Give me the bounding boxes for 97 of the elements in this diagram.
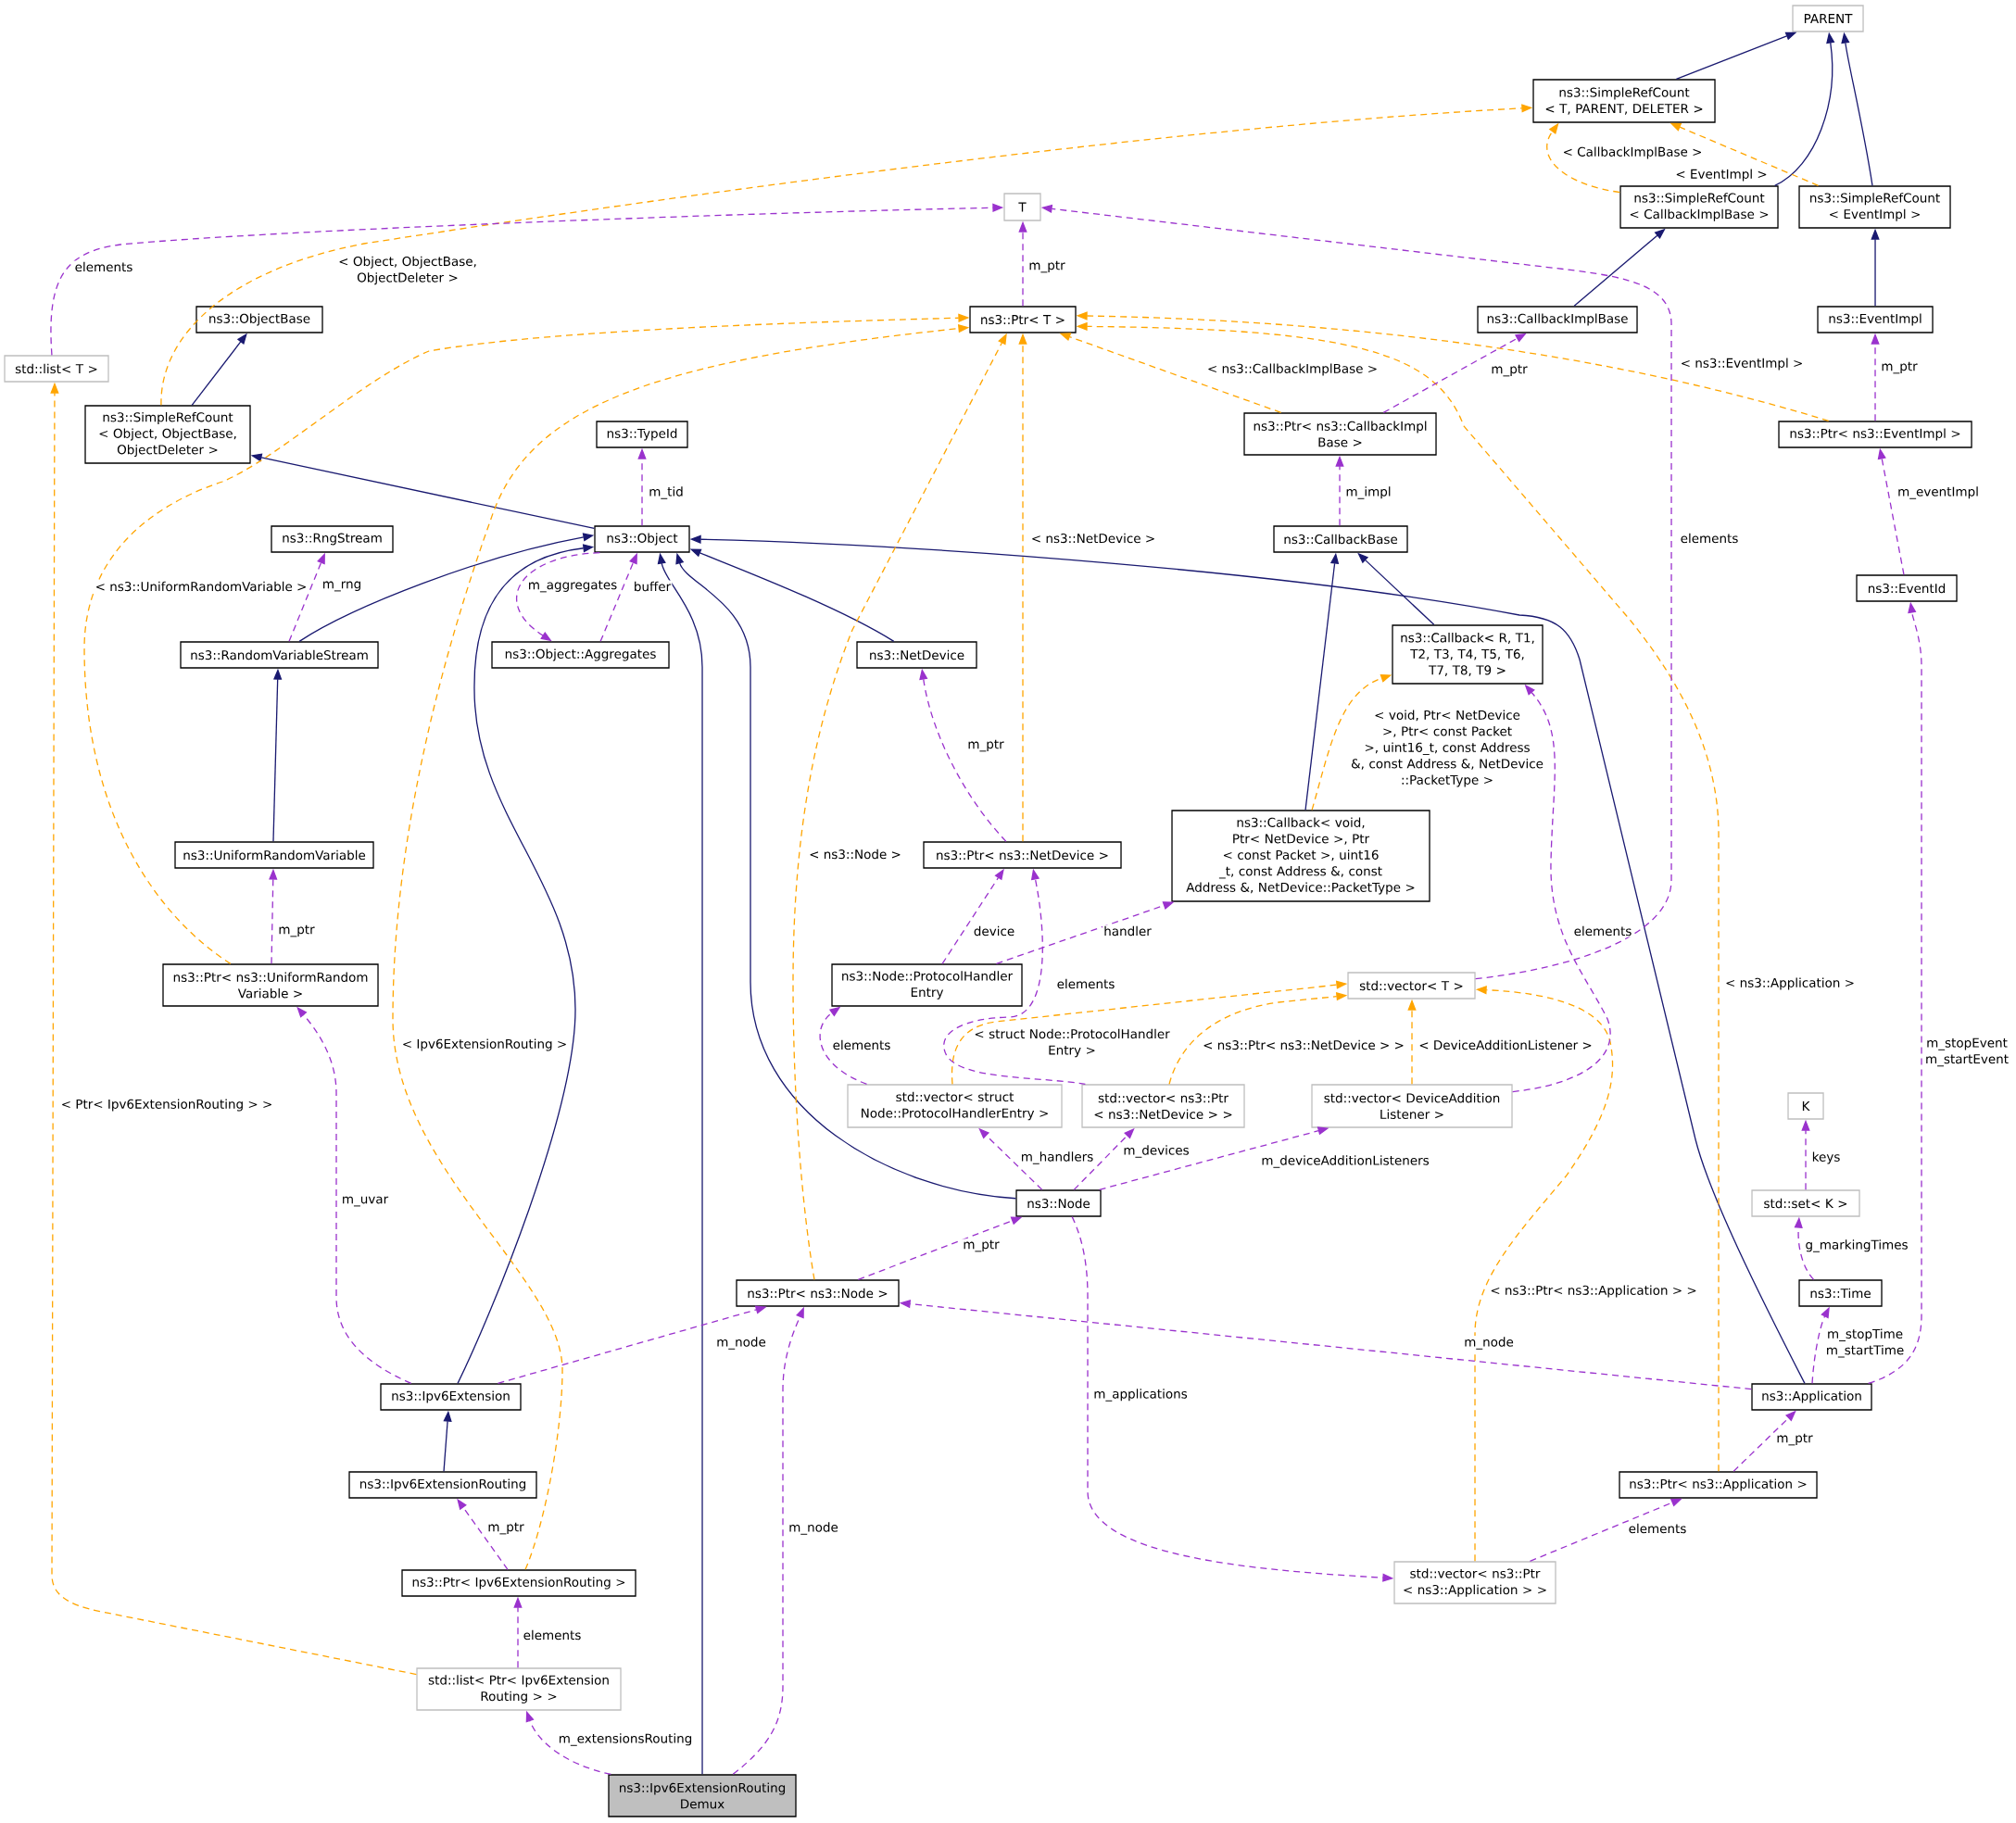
edge-label: elements [1627,1522,1688,1535]
edge-label: < ns3::Ptr< ns3::NetDevice > > [1201,1038,1406,1051]
class-box: std::set< K > [1751,1189,1860,1217]
edge-label: m_stopEvent m_startEvent [1926,1037,2009,1067]
edge-label: m_ptr [486,1521,525,1536]
edge-label: elements [522,1628,583,1641]
class-box: std::list< Ptr< Ipv6Extension Routing > > [416,1667,622,1711]
edge-label: buffer [632,580,673,593]
edge-label: elements [1055,977,1116,990]
edge-label: < ns3::EventImpl > [1679,357,1805,371]
edge-label: m_node [715,1336,767,1351]
class-box: ns3::CallbackBase [1273,525,1408,553]
edge-label: < ns3::Node > [807,848,903,861]
class-box: ns3::EventImpl [1817,306,1934,333]
edge-label: < void, Ptr< NetDevice >, Ptr< const Packet >, uint16_t, const Address &, const Address &, NetDevice ::PacketType > [1351,710,1544,787]
class-box: ns3::Node [1015,1189,1102,1217]
class-box: std::vector< struct Node::ProtocolHandlerEntry > [847,1084,1063,1128]
edge-label: < Ptr< Ipv6ExtensionRouting > > [59,1098,274,1113]
edge-label: m_stopTime m_startTime [1827,1328,1904,1358]
edge-label: elements [1679,532,1740,545]
class-box: ns3::EventId [1856,574,1958,602]
edge-label: m_ptr [1490,363,1529,378]
edge-label: < ns3::Ptr< ns3::Application > > [1489,1284,1698,1299]
edge-label: m_ptr [277,924,316,938]
class-box: ns3::SimpleRefCount < Object, ObjectBase, ObjectDeleter > [84,405,251,464]
edge-label: < struct Node::ProtocolHandler Entry > [975,1028,1170,1058]
class-box: std::vector< T > [1347,972,1476,1000]
edge-label: m_aggregates [526,579,619,594]
class-box: ns3::Ptr< ns3::Application > [1619,1471,1818,1499]
class-box: std::vector< DeviceAddition Listener > [1311,1084,1513,1128]
class-box: ns3::Ptr< ns3::EventImpl > [1778,421,1972,448]
edge-label: m_ptr [966,738,1005,753]
class-box: ns3::Object [594,525,690,553]
edge-label: m_tid [648,485,685,500]
edge-label: m_impl [1344,485,1392,500]
edge-label: m_ptr [1027,259,1066,274]
class-box: std::list< T > [4,355,109,383]
class-box: ns3::Node::ProtocolHandler Entry [831,963,1023,1007]
edge-label: < ns3::UniformRandomVariable > [94,580,309,593]
edge-label: < ns3::Application > [1723,976,1857,991]
class-box: ns3::Ipv6ExtensionRouting [348,1471,537,1499]
edge-label: < ns3::NetDevice > [1029,532,1157,545]
class-box: ns3::Time [1798,1279,1883,1307]
class-box: ns3::RngStream [271,525,394,553]
edge-label: m_deviceAdditionListeners [1260,1154,1430,1169]
class-box: ns3::NetDevice [856,641,977,669]
edge-label: < Ipv6ExtensionRouting > [400,1037,569,1052]
edge-label: m_rng [321,580,363,593]
class-box: ns3::Callback< R, T1, T2, T3, T4, T5, T6, T7, T8, T9 > [1392,624,1544,685]
edge-label: m_ptr [962,1238,1001,1253]
class-box: ns3::SimpleRefCount < CallbackImplBase > [1619,185,1779,229]
class-box: ns3::Ptr< Ipv6ExtensionRouting > [401,1569,636,1597]
edge-label: m_applications [1092,1388,1189,1402]
edge-label: m_uvar [340,1195,390,1208]
edge-label: keys [1810,1150,1842,1165]
edge-label: m_extensionsRouting [557,1732,694,1747]
edge-label: m_node [1463,1336,1515,1351]
edge-label: < ns3::CallbackImplBase > [1205,362,1380,377]
class-box: ns3::Ptr< ns3::Node > [736,1279,900,1307]
edge-label: m_eventImpl [1896,485,1981,500]
class-box: ns3::TypeId [596,421,688,448]
class-box: ns3::SimpleRefCount < EventImpl > [1798,185,1951,229]
class-box: ns3::Ptr< ns3::NetDevice > [923,841,1122,869]
edge-label: < Object, ObjectBase, ObjectDeleter > [339,256,476,285]
edge-label: g_markingTimes [1804,1238,1909,1253]
class-box: ns3::Ipv6ExtensionRouting Demux [608,1774,797,1817]
class-box: ns3::RandomVariableStream [180,641,379,669]
edge-label: device [972,924,1016,937]
class-box: ns3::Ptr< T > [969,306,1077,333]
class-box: T [1003,193,1041,221]
class-box: ns3::Ptr< ns3::UniformRandom Variable > [162,963,379,1007]
edge-label: handler [1102,924,1153,937]
class-box: ns3::CallbackImplBase [1477,306,1638,333]
class-box: ns3::UniformRandomVariable [174,841,374,869]
class-box: std::vector< ns3::Ptr < ns3::NetDevice > > [1081,1084,1245,1128]
edge-label: elements [73,260,134,273]
class-box: ns3::Callback< void, Ptr< NetDevice >, Ptr < const Packet >, uint16 _t, const Address &, const Address &, NetDevice::PacketType > [1171,810,1430,902]
edge-label: elements [1572,924,1633,937]
edge-label: elements [831,1038,892,1051]
class-box: ns3::Ipv6Extension [380,1383,522,1411]
edge-label: < CallbackImplBase > [1561,145,1704,160]
edge-label: m_handlers [1019,1150,1095,1165]
edge-label: m_ptr [1880,360,1919,375]
edge-label: < DeviceAdditionListener > [1418,1038,1594,1051]
edge-label: m_ptr [1775,1432,1814,1447]
class-box: ns3::ObjectBase [195,306,323,333]
edge-label: m_devices [1122,1144,1191,1159]
class-box: K [1787,1092,1824,1120]
dashed-arrow [1474,986,1614,1562]
class-box: ns3::Object::Aggregates [491,641,670,669]
class-box: PARENT [1792,5,1864,32]
class-box: ns3::Ptr< ns3::CallbackImpl Base > [1243,412,1437,456]
class-box: ns3::Application [1751,1383,1872,1411]
class-box: std::vector< ns3::Ptr < ns3::Application > > [1393,1561,1556,1604]
edge-label: m_node [788,1521,839,1536]
edge-label: < EventImpl > [1674,168,1769,182]
class-box: ns3::SimpleRefCount < T, PARENT, DELETER > [1532,79,1716,123]
